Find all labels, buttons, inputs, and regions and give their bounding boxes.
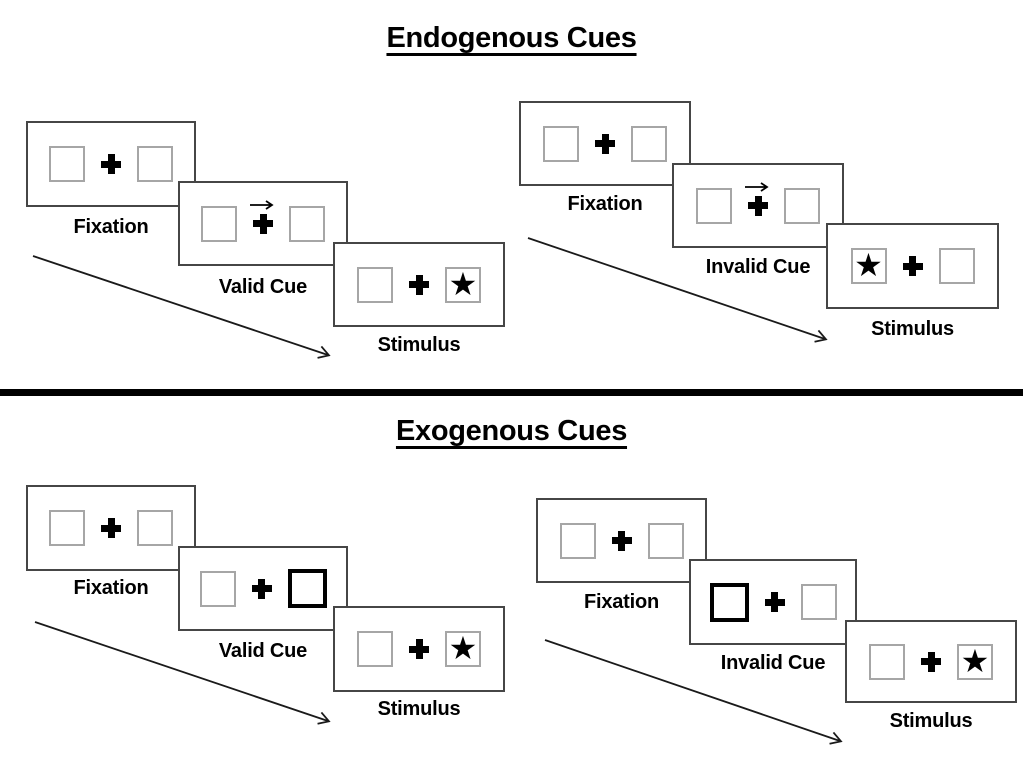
label-stimulus: Stimulus	[377, 334, 461, 356]
panel-endogenous-valid-stimulus: ★	[333, 242, 505, 327]
panel-endogenous-invalid-cue	[672, 163, 844, 248]
panel-endogenous-valid-fixation	[26, 121, 196, 207]
right-box-with-star: ★	[445, 264, 481, 303]
right-box	[137, 510, 173, 546]
left-box	[199, 570, 236, 607]
left-box	[357, 266, 393, 303]
star-stimulus-icon: ★	[960, 641, 990, 680]
fixation-cross-icon	[764, 592, 785, 612]
label-invalid-cue: Invalid Cue	[705, 256, 811, 278]
right-box-bold-cue	[287, 569, 327, 608]
right-box	[784, 187, 820, 224]
left-box	[696, 187, 732, 224]
star-stimulus-icon: ★	[448, 264, 478, 303]
panel-exogenous-invalid-fixation	[536, 498, 707, 583]
fixation-cross-icon	[251, 578, 272, 599]
fixation-cross-icon	[409, 274, 429, 295]
label-stimulus: Stimulus	[377, 698, 461, 720]
left-box-bold-cue	[709, 582, 749, 622]
fixation-cross-icon	[921, 651, 941, 672]
section-title-endogenous-text: Endogenous Cues	[386, 22, 637, 54]
left-box	[869, 643, 905, 680]
label-fixation: Fixation	[567, 193, 643, 215]
fixation-cross-icon	[101, 154, 121, 174]
left-box	[559, 522, 596, 559]
section-title-exogenous-text: Exogenous Cues	[395, 415, 628, 447]
label-stimulus: Stimulus	[889, 710, 973, 732]
fixation-cross-icon	[902, 256, 923, 276]
section-title-exogenous: Exogenous Cues	[10, 415, 1013, 448]
label-valid-cue: Valid Cue	[218, 276, 308, 298]
fixation-cross-icon	[253, 213, 273, 234]
panel-exogenous-invalid-stimulus: ★	[845, 620, 1017, 703]
panel-endogenous-valid-cue	[178, 181, 348, 266]
timeline-arrow-exogenous-valid	[34, 621, 331, 725]
right-box	[800, 584, 837, 620]
right-arrow-cue-icon	[745, 181, 769, 192]
left-box	[543, 125, 579, 162]
right-box	[137, 146, 173, 182]
right-arrow-cue-icon	[250, 199, 274, 210]
label-fixation: Fixation	[73, 216, 149, 238]
label-fixation: Fixation	[73, 577, 149, 599]
right-box	[631, 125, 667, 162]
left-box	[49, 146, 85, 182]
central-cue	[745, 181, 769, 216]
right-box	[289, 205, 325, 242]
panel-exogenous-valid-cue	[178, 546, 348, 631]
left-box	[201, 205, 237, 242]
panel-exogenous-valid-stimulus: ★	[333, 606, 505, 692]
central-cue	[250, 199, 274, 234]
panel-endogenous-invalid-fixation	[519, 101, 691, 186]
fixation-cross-icon	[611, 530, 632, 551]
panel-exogenous-valid-fixation	[26, 485, 196, 571]
left-box	[357, 631, 393, 667]
right-box	[647, 522, 684, 559]
fixation-cross-icon	[595, 133, 615, 154]
section-title-endogenous: Endogenous Cues	[10, 22, 1013, 55]
panel-exogenous-invalid-cue	[689, 559, 857, 645]
star-stimulus-icon: ★	[448, 629, 478, 667]
label-stimulus: Stimulus	[871, 318, 954, 340]
timeline-arrow-endogenous-invalid	[527, 237, 828, 343]
section-divider	[0, 389, 1023, 396]
fixation-cross-icon	[101, 518, 121, 538]
panel-endogenous-invalid-stimulus: ★	[826, 223, 999, 309]
right-box	[938, 248, 975, 284]
left-box-with-star: ★	[850, 246, 887, 284]
star-stimulus-icon: ★	[854, 246, 883, 284]
left-box	[49, 510, 85, 546]
right-box-with-star: ★	[445, 631, 481, 667]
timeline-arrow-endogenous-valid	[32, 255, 331, 359]
label-valid-cue: Valid Cue	[218, 640, 308, 662]
fixation-cross-icon	[409, 639, 429, 659]
right-box-with-star: ★	[957, 641, 993, 680]
fixation-cross-icon	[748, 195, 768, 216]
label-invalid-cue: Invalid Cue	[720, 652, 826, 674]
label-fixation: Fixation	[583, 591, 660, 613]
